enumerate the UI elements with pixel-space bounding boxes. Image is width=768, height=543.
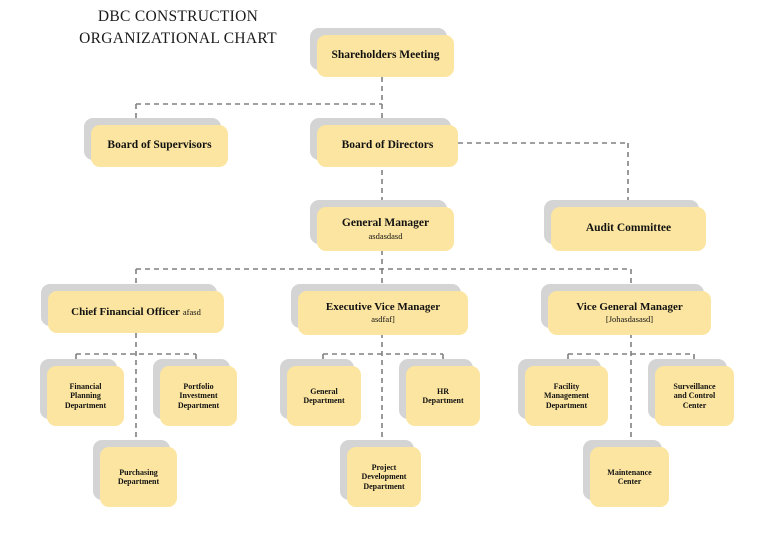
node-board-of-directors[interactable]: Board of Directors: [310, 118, 458, 167]
node-financial-planning-department[interactable]: Financial Planning Department: [40, 359, 124, 426]
node-face: Portfolio Investment Department: [160, 366, 237, 426]
node-label-line-2: Department: [422, 396, 464, 405]
node-label-line-2: Department: [303, 396, 345, 405]
node-sublabel: afasd: [182, 306, 201, 317]
page-title-line-2: ORGANIZATIONAL CHART: [79, 30, 277, 48]
node-label: Vice General Manager: [576, 301, 683, 314]
node-label-line-1: Facility: [553, 381, 580, 391]
node-label-line-2: Management: [544, 391, 589, 401]
node-maintenance-center[interactable]: Maintenance Center: [583, 440, 669, 507]
node-facility-management-department[interactable]: Facility Management Department: [518, 359, 608, 426]
node-portfolio-investment-department[interactable]: Portfolio Investment Department: [153, 359, 237, 426]
node-sublabel: asdfaf]: [371, 314, 395, 325]
node-sublabel: [Johasdasasd]: [605, 314, 654, 325]
node-face: Shareholders Meeting: [317, 35, 454, 77]
node-label: Board of Supervisors: [107, 139, 212, 152]
node-face: Project Development Department: [347, 447, 421, 507]
node-face: Executive Vice Manager asdfaf]: [298, 291, 468, 335]
node-label-line-1: Portfolio: [183, 381, 214, 391]
node-label-line-1: Maintenance: [607, 467, 652, 477]
node-project-development-department[interactable]: Project Development Department: [340, 440, 421, 507]
node-label-line-2: Planning: [70, 391, 101, 401]
node-label: General Manager: [341, 217, 430, 230]
node-label-line-1: HR: [437, 386, 449, 396]
node-face: Board of Directors: [317, 125, 458, 167]
node-label-line-2: Department: [117, 477, 160, 486]
node-face: HR Department: [406, 366, 480, 426]
node-general-manager[interactable]: General Manager asdasdasd: [310, 200, 454, 251]
node-face: Board of Supervisors: [91, 125, 228, 167]
node-label-line-2: Investment: [179, 391, 218, 401]
node-executive-vice-manager[interactable]: Executive Vice Manager asdfaf]: [291, 284, 468, 335]
node-face: General Manager asdasdasd: [317, 207, 454, 251]
node-label-line-3: Department: [177, 400, 220, 410]
node-face: General Department: [287, 366, 361, 426]
node-label-line-2: and Control: [673, 391, 716, 401]
page-title: DBC CONSTRUCTION ORGANIZATIONAL CHART: [58, 6, 298, 51]
node-face: Facility Management Department: [525, 366, 608, 426]
node-face: Audit Committee: [551, 207, 706, 251]
node-label-line-3: Department: [64, 400, 107, 410]
node-label: Board of Directors: [341, 139, 434, 152]
node-board-of-supervisors[interactable]: Board of Supervisors: [84, 118, 228, 167]
node-face: Vice General Manager [Johasdasasd]: [548, 291, 711, 335]
node-label-line-1: Project: [371, 462, 397, 472]
node-label: Shareholders Meeting: [331, 49, 440, 62]
node-label: Executive Vice Manager: [325, 301, 441, 314]
node-label-line-1: Financial: [69, 381, 102, 391]
node-label-line-1: Surveillance: [673, 381, 716, 391]
node-label-line-1: Purchasing: [119, 467, 158, 477]
node-label: Audit Committee: [585, 222, 672, 235]
node-vice-general-manager[interactable]: Vice General Manager [Johasdasasd]: [541, 284, 711, 335]
node-general-department[interactable]: General Department: [280, 359, 361, 426]
node-purchasing-department[interactable]: Purchasing Department: [93, 440, 177, 507]
node-label-line-3: Department: [363, 481, 405, 491]
node-sublabel: asdasdasd: [368, 230, 403, 241]
node-label-line-2: Development: [361, 472, 407, 482]
node-shareholders-meeting[interactable]: Shareholders Meeting: [310, 28, 454, 77]
node-audit-committee[interactable]: Audit Committee: [544, 200, 706, 251]
node-face: Maintenance Center: [590, 447, 669, 507]
node-hr-department[interactable]: HR Department: [399, 359, 480, 426]
node-face: Purchasing Department: [100, 447, 177, 507]
node-label-line-3: Center: [682, 400, 707, 410]
node-label-line-2: Center: [617, 477, 642, 486]
node-face: Surveillance and Control Center: [655, 366, 734, 426]
page-title-line-1: DBC CONSTRUCTION: [97, 8, 259, 25]
node-label-line-3: Department: [545, 400, 588, 410]
node-label-line-1: General: [310, 386, 338, 396]
node-face: Financial Planning Department: [47, 366, 124, 426]
node-surveillance-and-control-center[interactable]: Surveillance and Control Center: [648, 359, 734, 426]
